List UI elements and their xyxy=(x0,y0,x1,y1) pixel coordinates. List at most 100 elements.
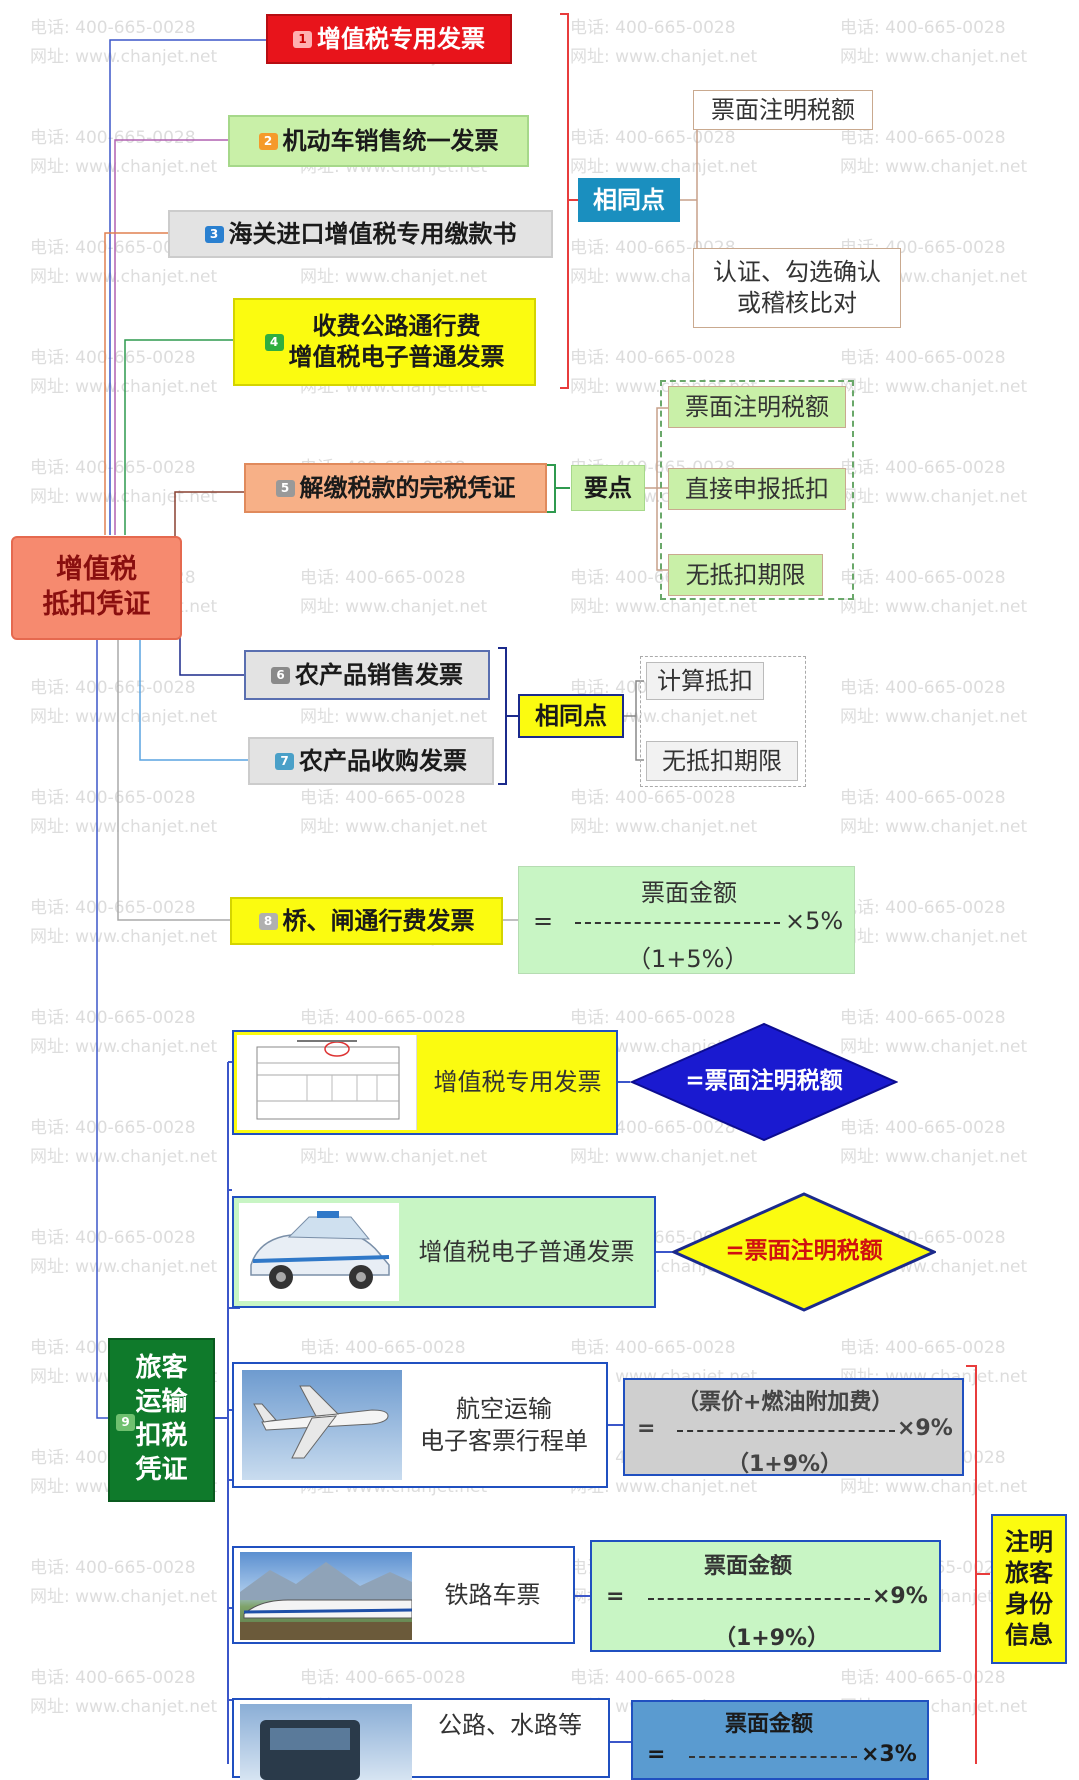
taxi-photo xyxy=(239,1203,399,1301)
group1-item-2[interactable]: 认证、勾选确认 或稽核比对 xyxy=(693,248,901,328)
group67-item-1[interactable]: 计算抵扣 xyxy=(646,662,764,700)
category-4[interactable]: 4 收费公路通行费 增值税电子普通发票 xyxy=(233,298,536,386)
travel-item-4-eq: = xyxy=(606,1584,625,1609)
train-photo-drawing xyxy=(240,1562,412,1640)
category-3-label: 海关进口增值税专用缴款书 xyxy=(228,219,517,248)
travel-item-4-fraction-bar xyxy=(648,1598,870,1600)
group67-item-2[interactable]: 无抵扣期限 xyxy=(646,741,798,781)
group1-item-2-label: 认证、勾选确认 或稽核比对 xyxy=(713,258,881,317)
travel-note[interactable]: 注明 旅客 身份 信息 xyxy=(991,1514,1067,1664)
category-8-number: 8 xyxy=(258,912,278,930)
category-5-label: 解缴税款的完税凭证 xyxy=(299,473,516,502)
category-6[interactable]: 6 农产品销售发票 xyxy=(244,650,490,700)
airplane-photo xyxy=(242,1370,402,1480)
group1-node[interactable]: 相同点 xyxy=(578,178,680,222)
category-1-label: 增值税专用发票 xyxy=(317,24,485,53)
category-3-number: 3 xyxy=(204,225,224,243)
travel-item-5-numerator: 票面金额 xyxy=(725,1712,814,1737)
group67-item-1-label: 计算抵扣 xyxy=(657,666,753,695)
category-2-number: 2 xyxy=(258,132,278,150)
category-8-label: 桥、闸通行费发票 xyxy=(282,906,475,935)
group1-item-1[interactable]: 票面注明税额 xyxy=(693,90,873,130)
formula8-denominator: （1+5%） xyxy=(627,945,749,973)
travel-item-1-diamond xyxy=(630,1022,898,1142)
travel-item-5-eq: = xyxy=(647,1742,666,1767)
travel-item-3-fraction-bar xyxy=(677,1430,895,1432)
group67-label: 相同点 xyxy=(535,701,607,730)
category-1-number: 1 xyxy=(293,30,312,48)
taxi-photo-drawing xyxy=(250,1211,390,1289)
travel-item-5-label: 公路、水路等 xyxy=(438,1710,582,1739)
category-5[interactable]: 5 解缴税款的完税凭证 xyxy=(244,463,547,513)
category-9-label: 旅客 运输 扣税 凭证 xyxy=(135,1353,188,1485)
travel-item-3-numerator: （票价+燃油附加费） xyxy=(677,1390,894,1415)
formula8-numerator: 票面金额 xyxy=(641,879,737,907)
category-6-number: 6 xyxy=(271,666,290,684)
invoice-thumbnail-drawing xyxy=(256,1040,400,1120)
group5-label: 要点 xyxy=(584,473,632,502)
travel-item-5-fraction-bar xyxy=(689,1756,857,1758)
travel-item-3[interactable]: 航空运输 电子客票行程单 xyxy=(232,1362,608,1488)
category-1[interactable]: 1 增值税专用发票 xyxy=(266,14,512,64)
travel-item-5[interactable]: 公路、水路等 xyxy=(232,1698,610,1780)
category-2[interactable]: 2 机动车销售统一发票 xyxy=(228,115,529,167)
travel-item-2[interactable]: 增值税电子普通发票 xyxy=(232,1196,656,1308)
category-9[interactable]: 9 旅客 运输 扣税 凭证 xyxy=(108,1338,215,1502)
travel-item-4-label: 铁路车票 xyxy=(444,1580,541,1609)
root-label: 增值税 抵扣凭证 xyxy=(42,554,151,620)
group5-item-2[interactable]: 直接申报抵扣 xyxy=(668,468,846,510)
group5-item-1-label: 票面注明税额 xyxy=(685,392,829,421)
travel-item-4-formula[interactable]: = 票面金额 ×9% （1+9%） xyxy=(590,1540,941,1652)
travel-item-1-result[interactable]: =票面注明税额 xyxy=(630,1022,898,1142)
category-7-number: 7 xyxy=(275,752,294,770)
group5-node[interactable]: 要点 xyxy=(571,465,645,511)
travel-item-3-formula[interactable]: = （票价+燃油附加费） ×9% （1+9%） xyxy=(623,1378,964,1477)
travel-item-3-eq: = xyxy=(637,1416,656,1441)
group5-item-3-label: 无抵扣期限 xyxy=(685,560,806,589)
group5-frame xyxy=(660,380,854,600)
travel-item-5-formula[interactable]: 票面金额 = ×3% xyxy=(631,1700,929,1780)
travel-item-2-result[interactable]: =票面注明税额 xyxy=(672,1192,936,1312)
category-6-label: 农产品销售发票 xyxy=(295,660,463,689)
travel-item-5-label-wrap: 公路、水路等 xyxy=(412,1700,608,1750)
bus-photo xyxy=(240,1704,412,1780)
group5-item-2-label: 直接申报抵扣 xyxy=(685,474,829,503)
travel-item-4[interactable]: 铁路车票 xyxy=(232,1546,575,1644)
formula8-eq: = xyxy=(533,907,554,935)
group1-item-1-label: 票面注明税额 xyxy=(711,95,855,124)
group1-label: 相同点 xyxy=(593,185,665,214)
category-7-label: 农产品收购发票 xyxy=(299,746,467,775)
category-9-number: 9 xyxy=(116,1414,135,1431)
group5-item-1[interactable]: 票面注明税额 xyxy=(668,386,846,428)
travel-note-label: 注明 旅客 身份 信息 xyxy=(1005,1527,1053,1650)
travel-item-3-label-wrap: 航空运输 电子客票行程单 xyxy=(402,1364,606,1486)
category-5-number: 5 xyxy=(275,479,295,497)
travel-item-3-rate: ×9% xyxy=(897,1416,953,1441)
train-photo xyxy=(240,1552,412,1640)
travel-item-4-label-wrap: 铁路车票 xyxy=(412,1548,573,1642)
formula8-fraction-bar xyxy=(575,922,780,924)
travel-item-1-result-label: =票面注明税额 xyxy=(685,1068,843,1095)
invoice-thumbnail xyxy=(237,1035,417,1130)
travel-item-4-numerator: 票面金额 xyxy=(704,1554,793,1579)
category-2-label: 机动车销售统一发票 xyxy=(282,126,499,155)
formula8-box: = 票面金额 ×5% （1+5%） xyxy=(518,866,855,974)
category-4-number: 4 xyxy=(264,333,284,351)
formula8-rate: ×5% xyxy=(785,907,844,935)
category-3[interactable]: 3 海关进口增值税专用缴款书 xyxy=(168,210,553,258)
root-node[interactable]: 增值税 抵扣凭证 xyxy=(11,536,182,640)
travel-item-4-rate: ×9% xyxy=(872,1584,928,1609)
bus-photo-drawing xyxy=(260,1720,360,1780)
travel-item-4-denominator: （1+9%） xyxy=(714,1626,830,1651)
travel-item-2-diamond xyxy=(672,1192,936,1312)
travel-item-2-result-label: =票面注明税额 xyxy=(725,1238,883,1265)
group67-item-2-label: 无抵扣期限 xyxy=(662,746,782,775)
travel-item-2-label-wrap: 增值税电子普通发票 xyxy=(399,1198,654,1306)
group67-frame xyxy=(640,656,806,787)
group67-node[interactable]: 相同点 xyxy=(518,694,624,738)
category-7[interactable]: 7 农产品收购发票 xyxy=(248,737,494,785)
travel-item-1[interactable]: 增值税专用发票 xyxy=(232,1030,618,1135)
category-8[interactable]: 8 桥、闸通行费发票 xyxy=(230,897,503,945)
group5-item-3[interactable]: 无抵扣期限 xyxy=(668,554,823,596)
